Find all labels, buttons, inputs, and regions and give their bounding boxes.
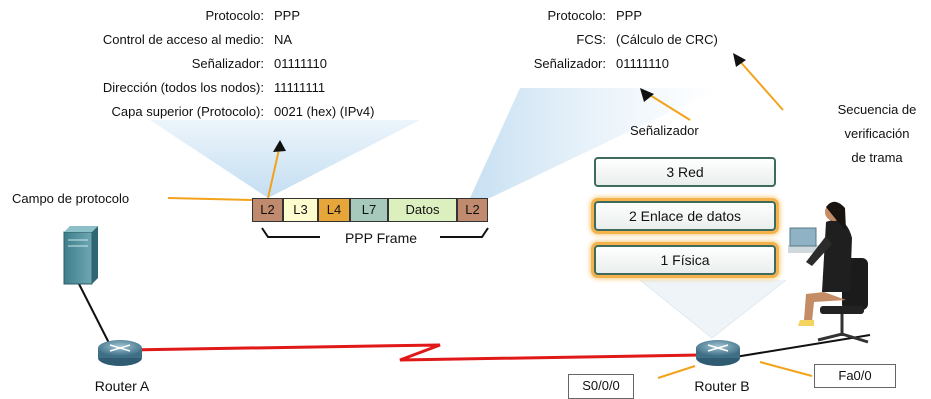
fast-ethernet-interface-label: Fa0/0 <box>814 364 896 388</box>
left-callout-wedge <box>150 120 420 198</box>
left-header-value: 0021 (hex) (IPv4) <box>274 104 375 119</box>
frame-field-l2-trailer: L2 <box>457 198 488 222</box>
frame-bracket <box>261 227 489 238</box>
left-header-values: PPP NA 01111110 11111111 0021 (hex) (IPv… <box>274 8 454 120</box>
right-header-value: PPP <box>616 8 643 23</box>
frame-caption: PPP Frame <box>322 230 440 246</box>
fcs-callout-line: Secuencia de <box>837 102 917 117</box>
left-header-label: Señalizador: <box>191 56 264 71</box>
serial-link <box>124 343 701 362</box>
fcs-callout-line: verificación <box>844 126 910 141</box>
server-cable <box>77 281 111 346</box>
left-header-value: 11111111 <box>274 80 326 95</box>
right-header-label: FCS: <box>576 32 606 47</box>
user-at-computer-icon <box>788 201 869 344</box>
ethernet-cable <box>734 334 871 358</box>
left-header-value: PPP <box>274 8 301 23</box>
layer-data-link: 2 Enlace de datos <box>594 201 776 231</box>
right-header-labels: Protocolo: FCS: Señalizador: <box>500 8 606 72</box>
protocol-field-callout: Campo de protocolo <box>12 191 130 206</box>
left-header-labels: Protocolo: Control de acceso al medio: S… <box>40 8 264 120</box>
frame-field-data: Datos <box>388 198 457 222</box>
left-header-label: Control de acceso al medio: <box>102 32 264 47</box>
frame-field-l3: L3 <box>283 198 318 222</box>
left-header-value: 01111110 <box>274 56 328 71</box>
router-a-icon <box>98 340 142 366</box>
router-a-label: Router A <box>94 378 150 394</box>
fcs-callout-line: de trama <box>851 150 903 165</box>
frame-field-l7: L7 <box>350 198 388 222</box>
callout-arrows <box>167 57 813 379</box>
layer-connector <box>639 279 787 339</box>
serial-interface-label: S0/0/0 <box>568 374 634 399</box>
left-header-label: Protocolo: <box>205 8 264 23</box>
server-icon <box>63 226 98 285</box>
left-header-value: NA <box>274 32 293 47</box>
layer-network: 3 Red <box>594 157 776 187</box>
frame-field-l2: L2 <box>252 198 283 222</box>
arrow-heads <box>273 53 746 152</box>
router-b-icon <box>696 340 740 366</box>
right-header-label: Protocolo: <box>547 8 606 23</box>
left-header-label: Dirección (todos los nodos): <box>102 80 264 95</box>
frame-field-l4: L4 <box>318 198 350 222</box>
flag-callout: Señalizador <box>630 123 699 138</box>
right-callout-wedge <box>470 88 720 198</box>
right-header-values: PPP (Cálculo de CRC) 01111110 <box>616 8 776 72</box>
right-header-value: 01111110 <box>616 56 670 71</box>
right-header-label: Señalizador: <box>533 56 606 71</box>
fcs-callout: Secuencia de verificación de trama <box>824 98 930 170</box>
router-b-label: Router B <box>694 378 750 394</box>
right-header-value: (Cálculo de CRC) <box>616 32 718 47</box>
left-header-label: Capa superior (Protocolo): <box>111 104 264 119</box>
layer-physical: 1 Física <box>594 245 776 275</box>
